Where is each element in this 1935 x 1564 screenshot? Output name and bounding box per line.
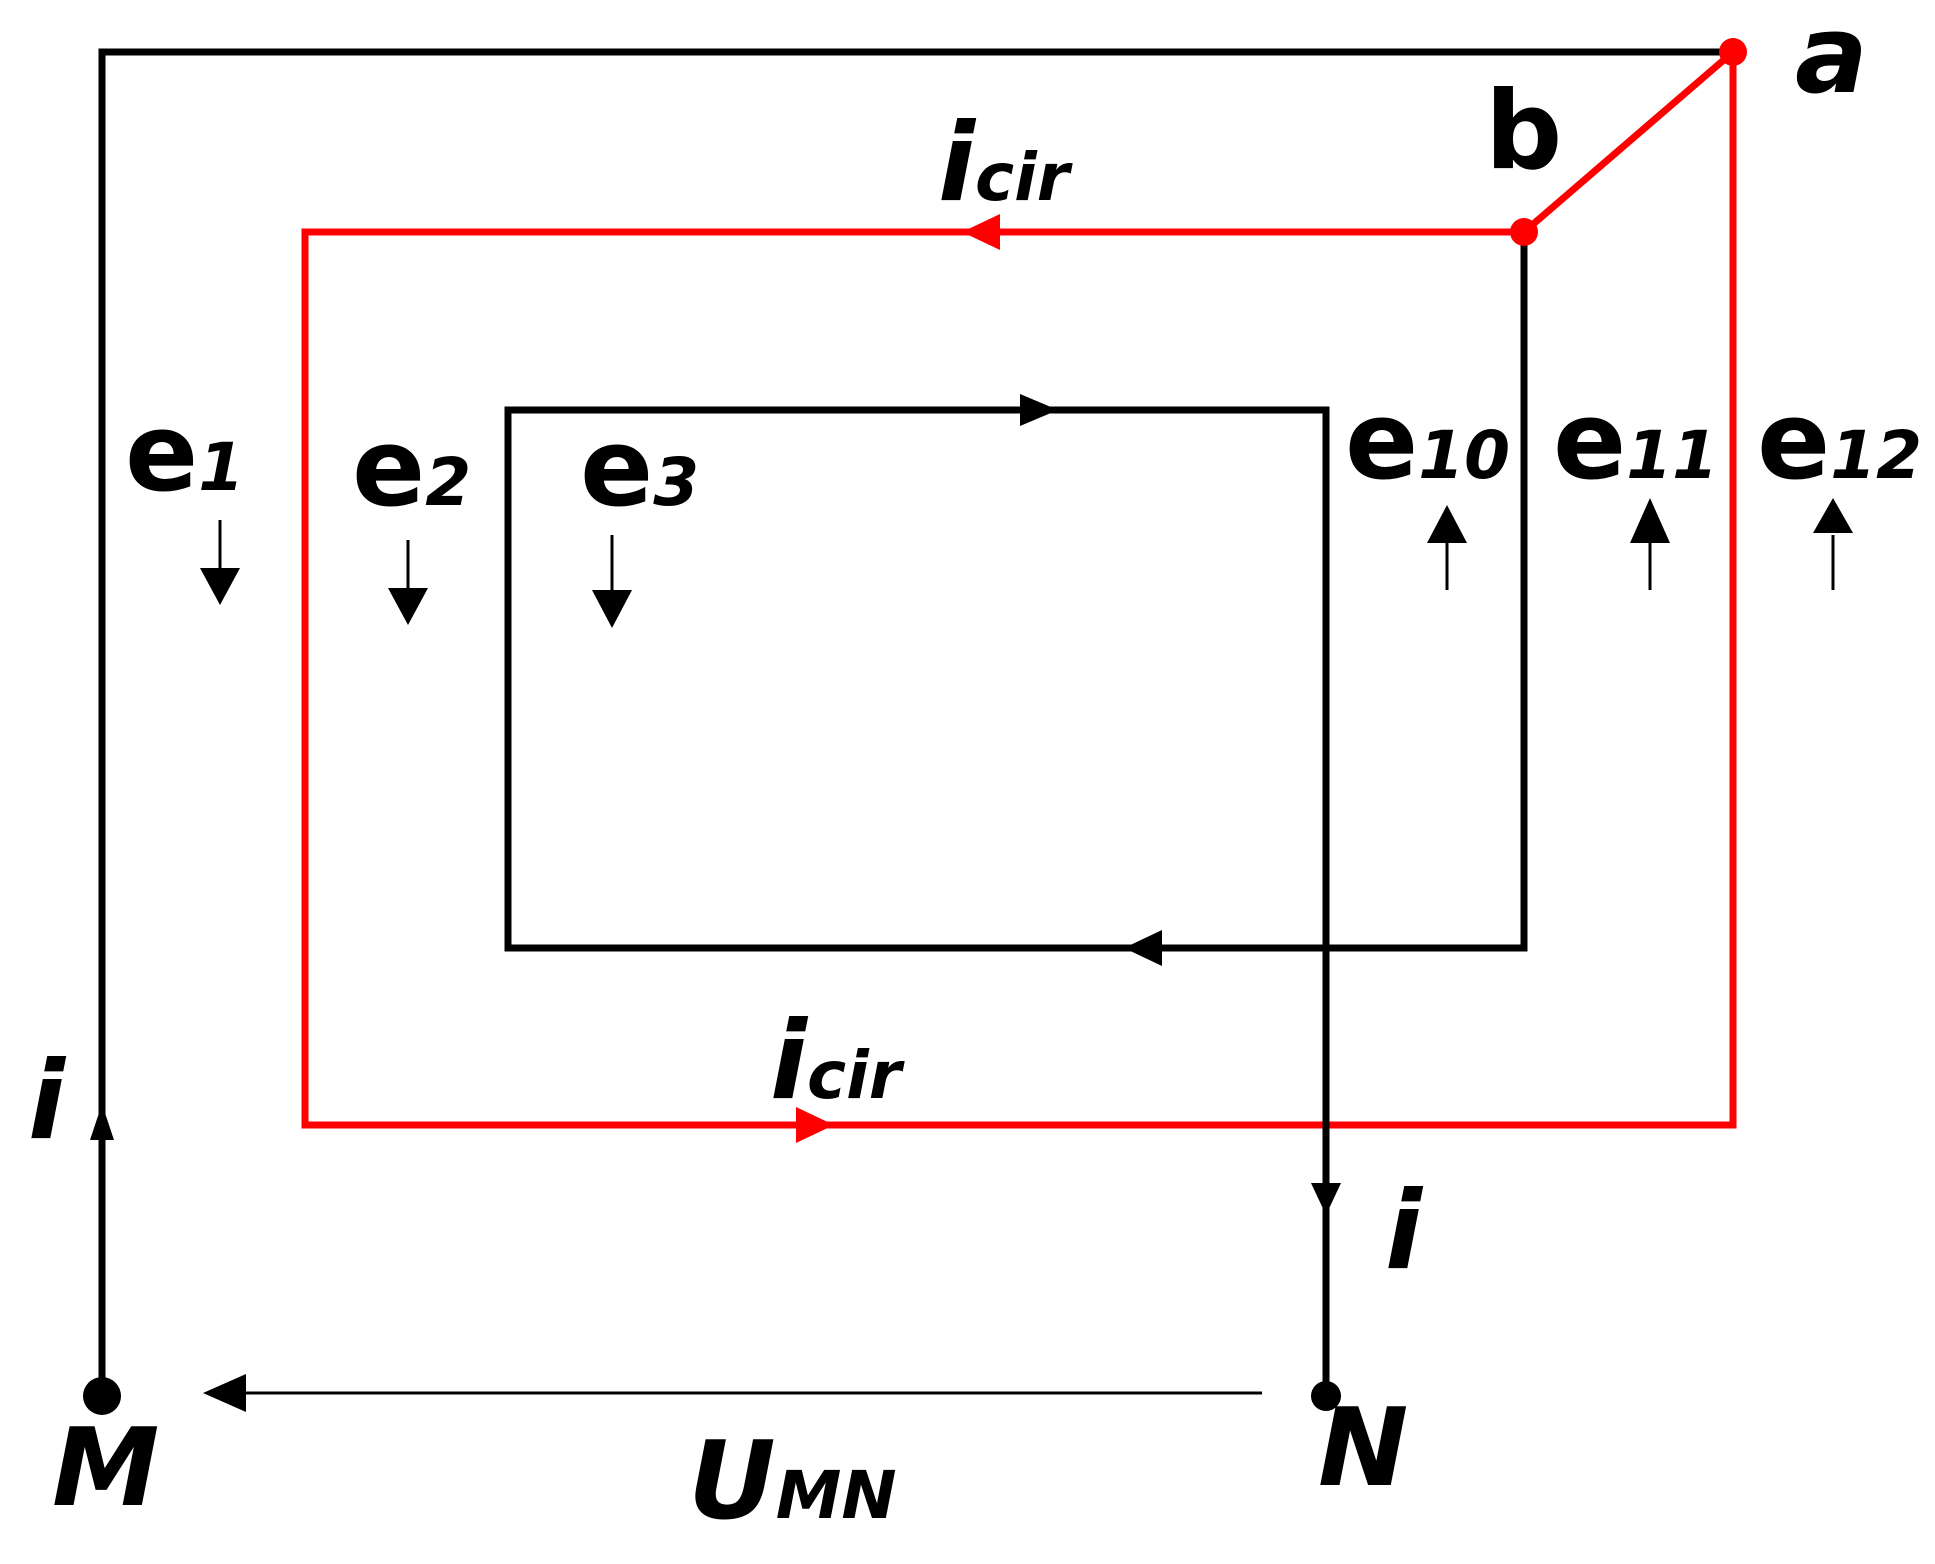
icir-bottom-arrow-right [796,1107,834,1143]
circulating-current-loop [301,44,1737,1129]
node-n-dot [1311,1381,1341,1411]
emf-label-2: e2 [352,406,471,531]
emf-arrows [218,520,1835,600]
node-m-label: M [52,1406,159,1531]
voltage-umn-label: UMN [688,1419,897,1544]
emf-arrow-3-head [592,590,632,628]
current-i-left-label: i [28,1039,67,1164]
node-b-label: b [1485,69,1562,194]
emf-label-1: e1 [125,391,244,516]
emf-arrow-heads [200,498,1853,628]
current-arrow-right-down [1311,1183,1341,1215]
emf-arrow-1-head [200,568,240,605]
node-n-label: N [1318,1386,1408,1511]
inner-winding-wire [504,232,1528,1396]
current-i-right-label: i [1385,1169,1424,1294]
icir-bottom-label: icir [770,999,905,1124]
emf-arrow-11-head [1630,498,1670,543]
emf-arrow-10-head [1427,505,1467,543]
emf-label-12: e12 [1757,379,1922,504]
emf-arrow-12-head [1813,498,1853,533]
node-m-dot [83,1377,121,1415]
voltage-arrow-head [203,1374,246,1412]
icir-top-arrow-left [962,214,1000,250]
inner-top-arrow-right [1020,394,1058,426]
outer-winding-wire [98,48,1733,1396]
node-a-label: a [1795,0,1868,118]
icir-top-label: icir [938,101,1073,226]
current-arrow-left-up [90,1104,114,1140]
inner-bottom-arrow-left [1124,930,1162,966]
emf-arrow-2-head [388,588,428,625]
node-b-dot [1510,218,1538,246]
emf-label-11: e11 [1553,379,1718,504]
emf-label-10: e10 [1345,379,1510,504]
node-a-dot [1719,38,1747,66]
emf-label-3: e3 [580,406,699,531]
